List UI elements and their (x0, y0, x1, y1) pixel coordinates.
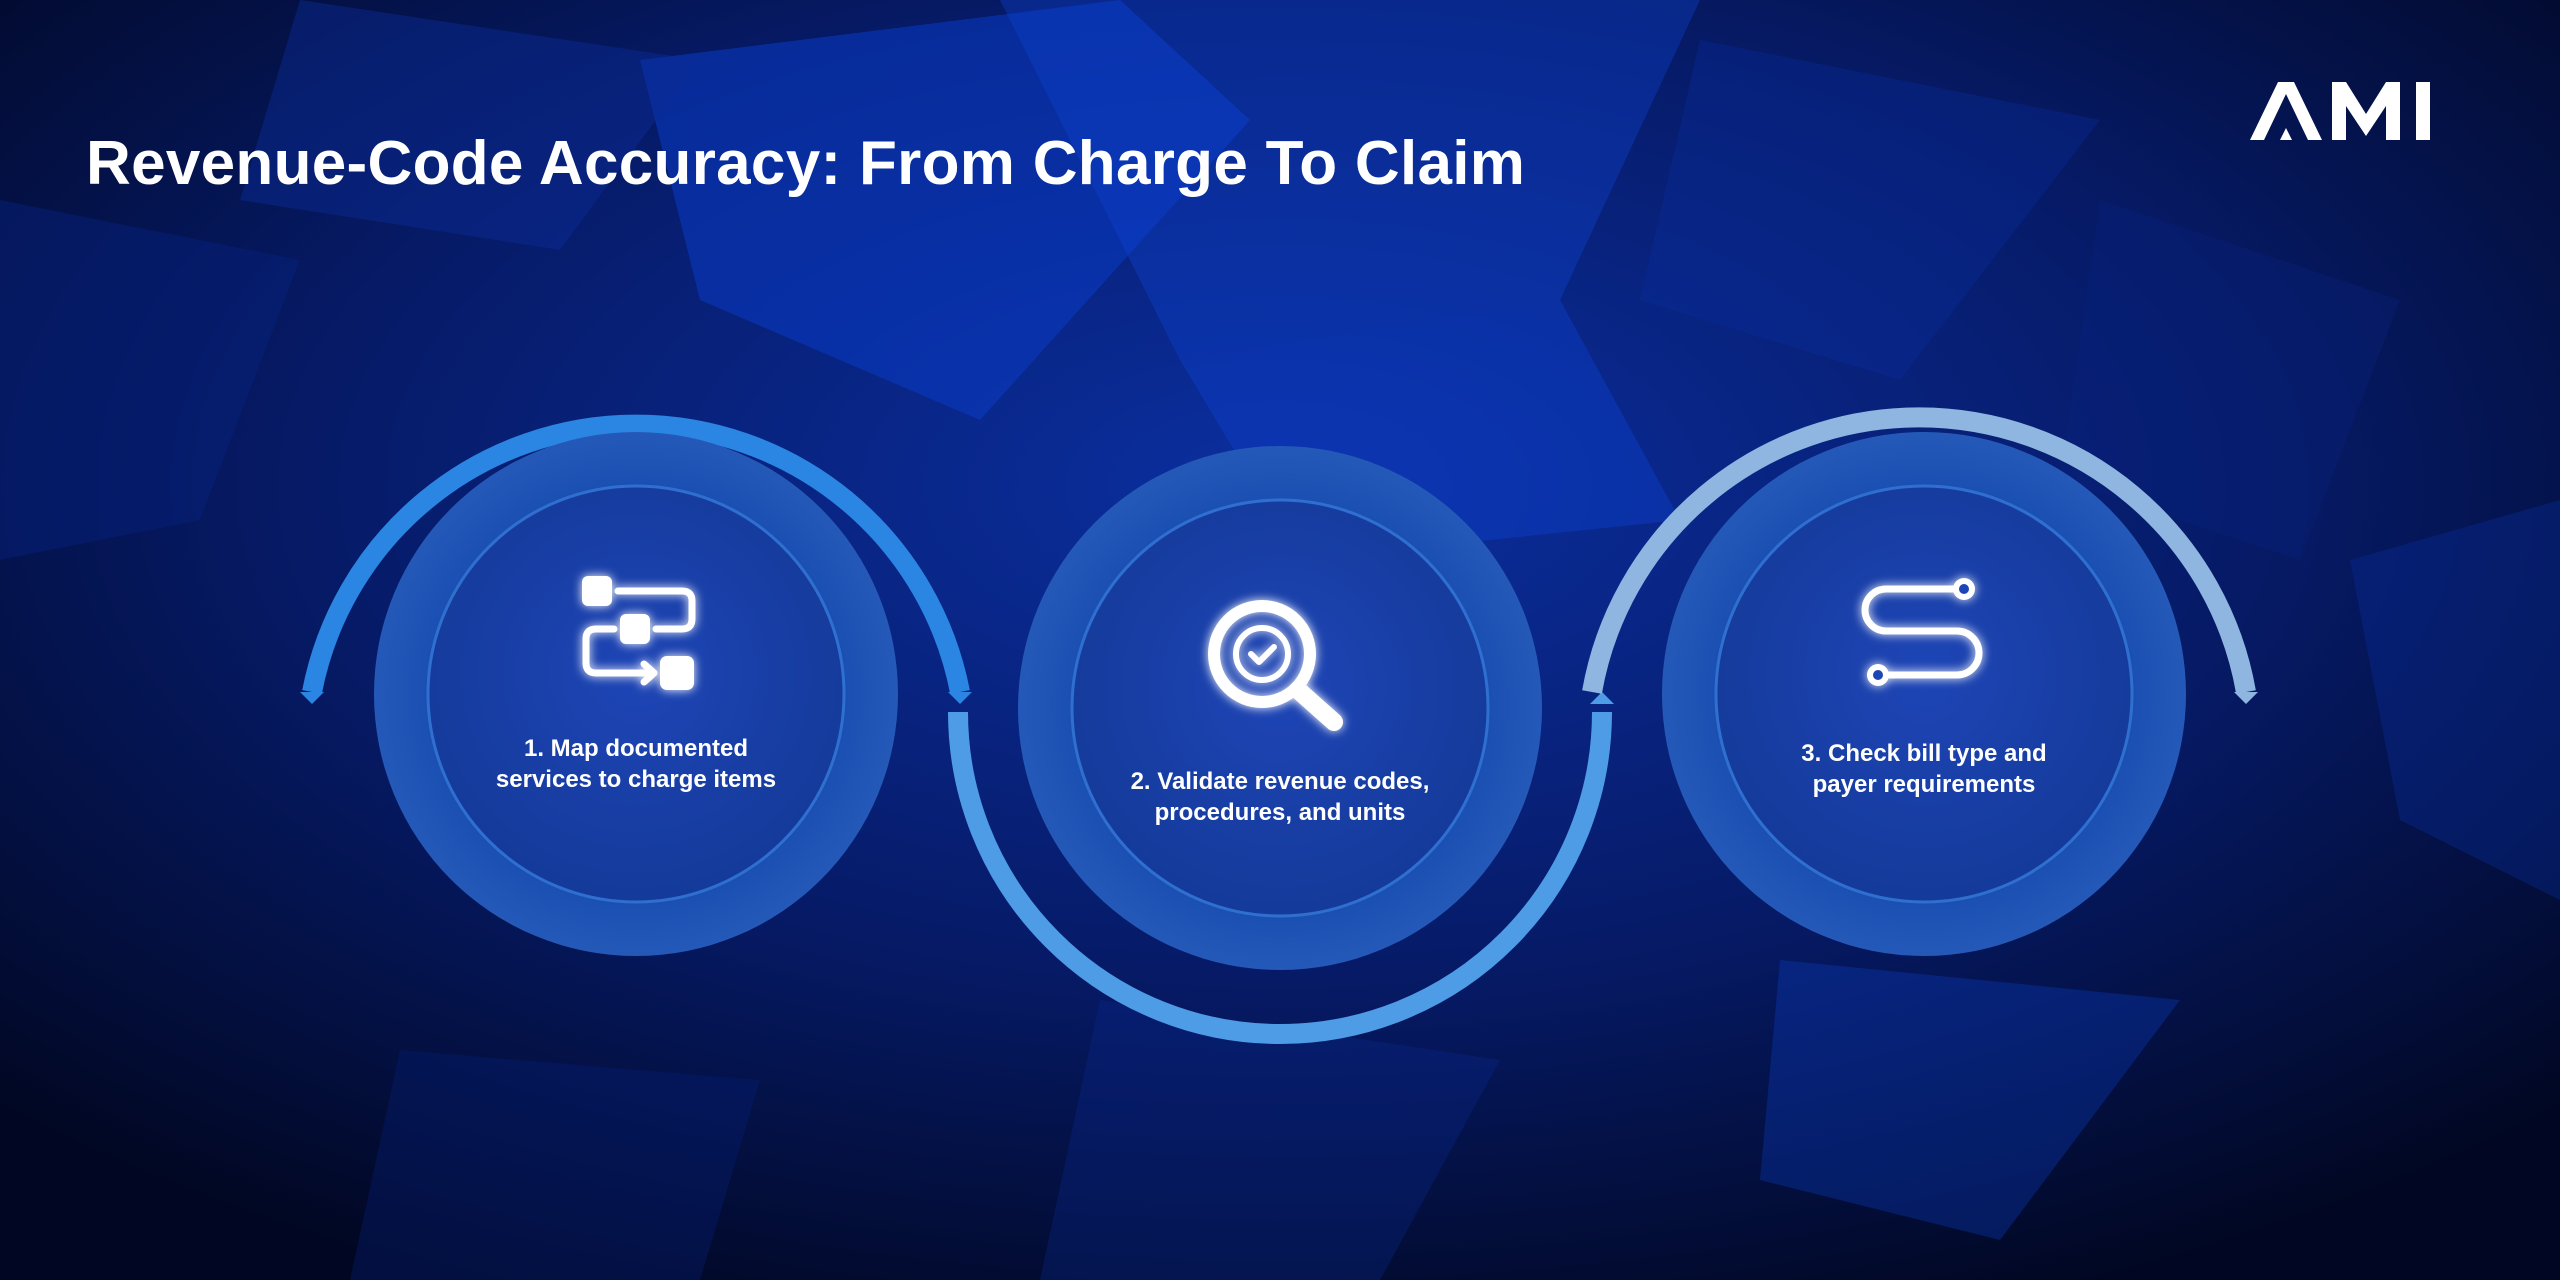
page-title: Revenue-Code Accuracy: From Charge To Cl… (86, 129, 1526, 198)
magnifier-check-icon (1208, 600, 1343, 731)
arc-step-3 (1582, 407, 2256, 694)
step-2-circle (1018, 446, 1542, 970)
step-3-circle (1662, 432, 2186, 956)
step-1-circle (374, 432, 898, 956)
ami-logo (2250, 82, 2430, 140)
arc-step-2-end-notch (1590, 692, 1614, 704)
arc-step-1 (302, 414, 970, 694)
arc-step-2 (948, 711, 1612, 1044)
arc-step-3-end-notch (2234, 692, 2258, 704)
step-3-label: 3. Check bill type and payer requirement… (1801, 740, 2047, 798)
route-path-icon (1861, 578, 1983, 686)
step-1-label: 1. Map documented services to charge ite… (495, 735, 777, 793)
workflow-icon (582, 576, 696, 690)
arc-step-1-end-notch (948, 692, 972, 704)
step-2-label: 2. Validate revenue codes, procedures, a… (1130, 768, 1430, 826)
arc-step-1-start-notch (300, 692, 324, 704)
